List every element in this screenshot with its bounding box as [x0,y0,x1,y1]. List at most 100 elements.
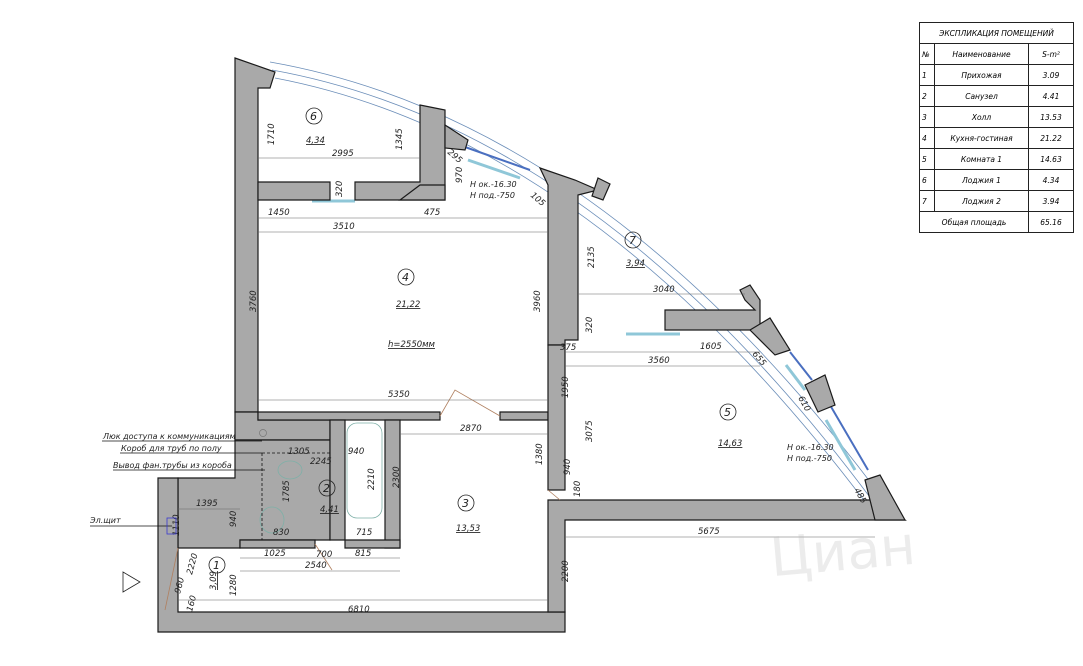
dim: 160 [185,595,199,613]
row-number: 5 [919,148,935,170]
hatch-icon [259,429,267,437]
dim: 180 [573,481,583,497]
window-sashes [464,146,869,471]
electrical-panel-icon [166,517,177,535]
dim: 3510 [333,222,355,232]
total-label: Общая площадь [919,211,1029,233]
pipe-box-note: Короб для труб по полу [121,444,222,453]
dim: 970 [455,167,465,183]
window-floor-height: Н под.-750 [787,454,832,463]
dim: 940 [348,447,364,457]
entrance-arrow-icon [122,571,141,593]
room-number: 2 [323,482,330,495]
room-area: 13,53 [456,524,480,534]
row-name: Кухня-гостиная [934,127,1029,149]
row-area: 3.09 [1028,64,1074,86]
dim: 815 [355,549,371,559]
ceiling-height: h=2550мм [388,340,436,350]
annotations: Люк доступа к коммуникациям Короб для тр… [89,429,330,593]
dim: 1950 [561,376,571,398]
room-area: 21,22 [396,300,420,310]
dim: 940 [229,511,239,527]
dim: 375 [560,343,576,353]
total-value: 65.16 [1028,211,1074,233]
dim: 715 [356,528,372,538]
room-number: 5 [724,406,731,419]
fan-pipe-note: Вывод фан.трубы из короба [113,461,232,470]
room-area: 3,09 [209,571,219,590]
row-number: 7 [919,190,935,212]
dim: 2870 [460,424,482,434]
window-sill-height: Н ок.-16.30 [470,180,517,189]
dim: 1785 [282,480,292,502]
row-area: 14.63 [1028,148,1074,170]
dim: 1380 [535,443,545,465]
sink-icon [259,506,285,534]
table-title: ЭКСПЛИКАЦИЯ ПОМЕЩЕНИЙ [919,22,1074,44]
walls [157,57,907,633]
window-notes: Н ок.-16.30 Н под.-750 Н ок.-16.30 Н под… [470,180,834,463]
dim: 2210 [367,468,377,490]
dimension-lines [178,157,875,601]
total-row: Общая площадь 65.16 [919,211,1074,233]
dim: 2220 [185,552,200,575]
curved-window-frame [269,61,881,504]
row-name: Холл [934,106,1029,128]
row-area: 3.94 [1028,190,1074,212]
room-number: 4 [402,271,409,284]
doors [164,389,561,611]
row-area: 21.22 [1028,127,1074,149]
dim: 3560 [648,356,670,366]
radiators [312,158,857,471]
dim: 2245 [310,457,332,467]
room-area: 3,94 [626,259,645,269]
dim: 3760 [249,290,259,312]
dim: 1710 [267,123,277,145]
toilet-icon [277,460,303,480]
dim: 475 [424,208,440,218]
dim: 1280 [229,574,239,596]
plumbing-fixtures [259,422,383,534]
row-name: Комната 1 [934,148,1029,170]
dim: 2200 [561,560,571,582]
dim: 5350 [388,390,410,400]
panel-note: Эл.щит [89,516,121,525]
header-number: № [919,43,935,65]
room-labels: 1 3,09 2 4,41 3 13,53 4 21,22 5 14,63 6 … [208,107,742,590]
dim: 5675 [698,527,720,537]
header-area: S-m² [1028,43,1074,65]
header-name: Наименование [934,43,1029,65]
dim: 830 [273,528,289,538]
dim: 6810 [348,605,370,615]
row-number: 2 [919,85,935,107]
row-name: Санузел [934,85,1029,107]
row-name: Лоджия 2 [934,190,1029,212]
hatch-note: Люк доступа к коммуникациям [102,432,236,441]
dim: 700 [316,550,332,560]
room-area: 4,34 [306,136,325,146]
bathtub-icon [346,422,383,519]
dim: 320 [585,317,595,333]
dim: 1450 [268,208,290,218]
room-area: 4,41 [320,505,339,515]
dim: 655 [750,350,768,369]
dim: 1110 [172,514,182,536]
dim: 960 [173,577,187,595]
dim: 1395 [196,499,218,509]
dim: 2135 [587,246,597,268]
room-number: 6 [310,110,317,123]
row-area: 4.41 [1028,85,1074,107]
row-area: 13.53 [1028,106,1074,128]
dim: 1025 [264,549,286,559]
window-sill-height: Н ок.-16.30 [787,443,834,452]
dim: 940 [563,459,573,475]
room-schedule-table: ЭКСПЛИКАЦИЯ ПОМЕЩЕНИЙ № Наименование S-m… [919,22,1074,233]
window-floor-height: Н под.-750 [470,191,515,200]
dim: 320 [335,181,345,197]
